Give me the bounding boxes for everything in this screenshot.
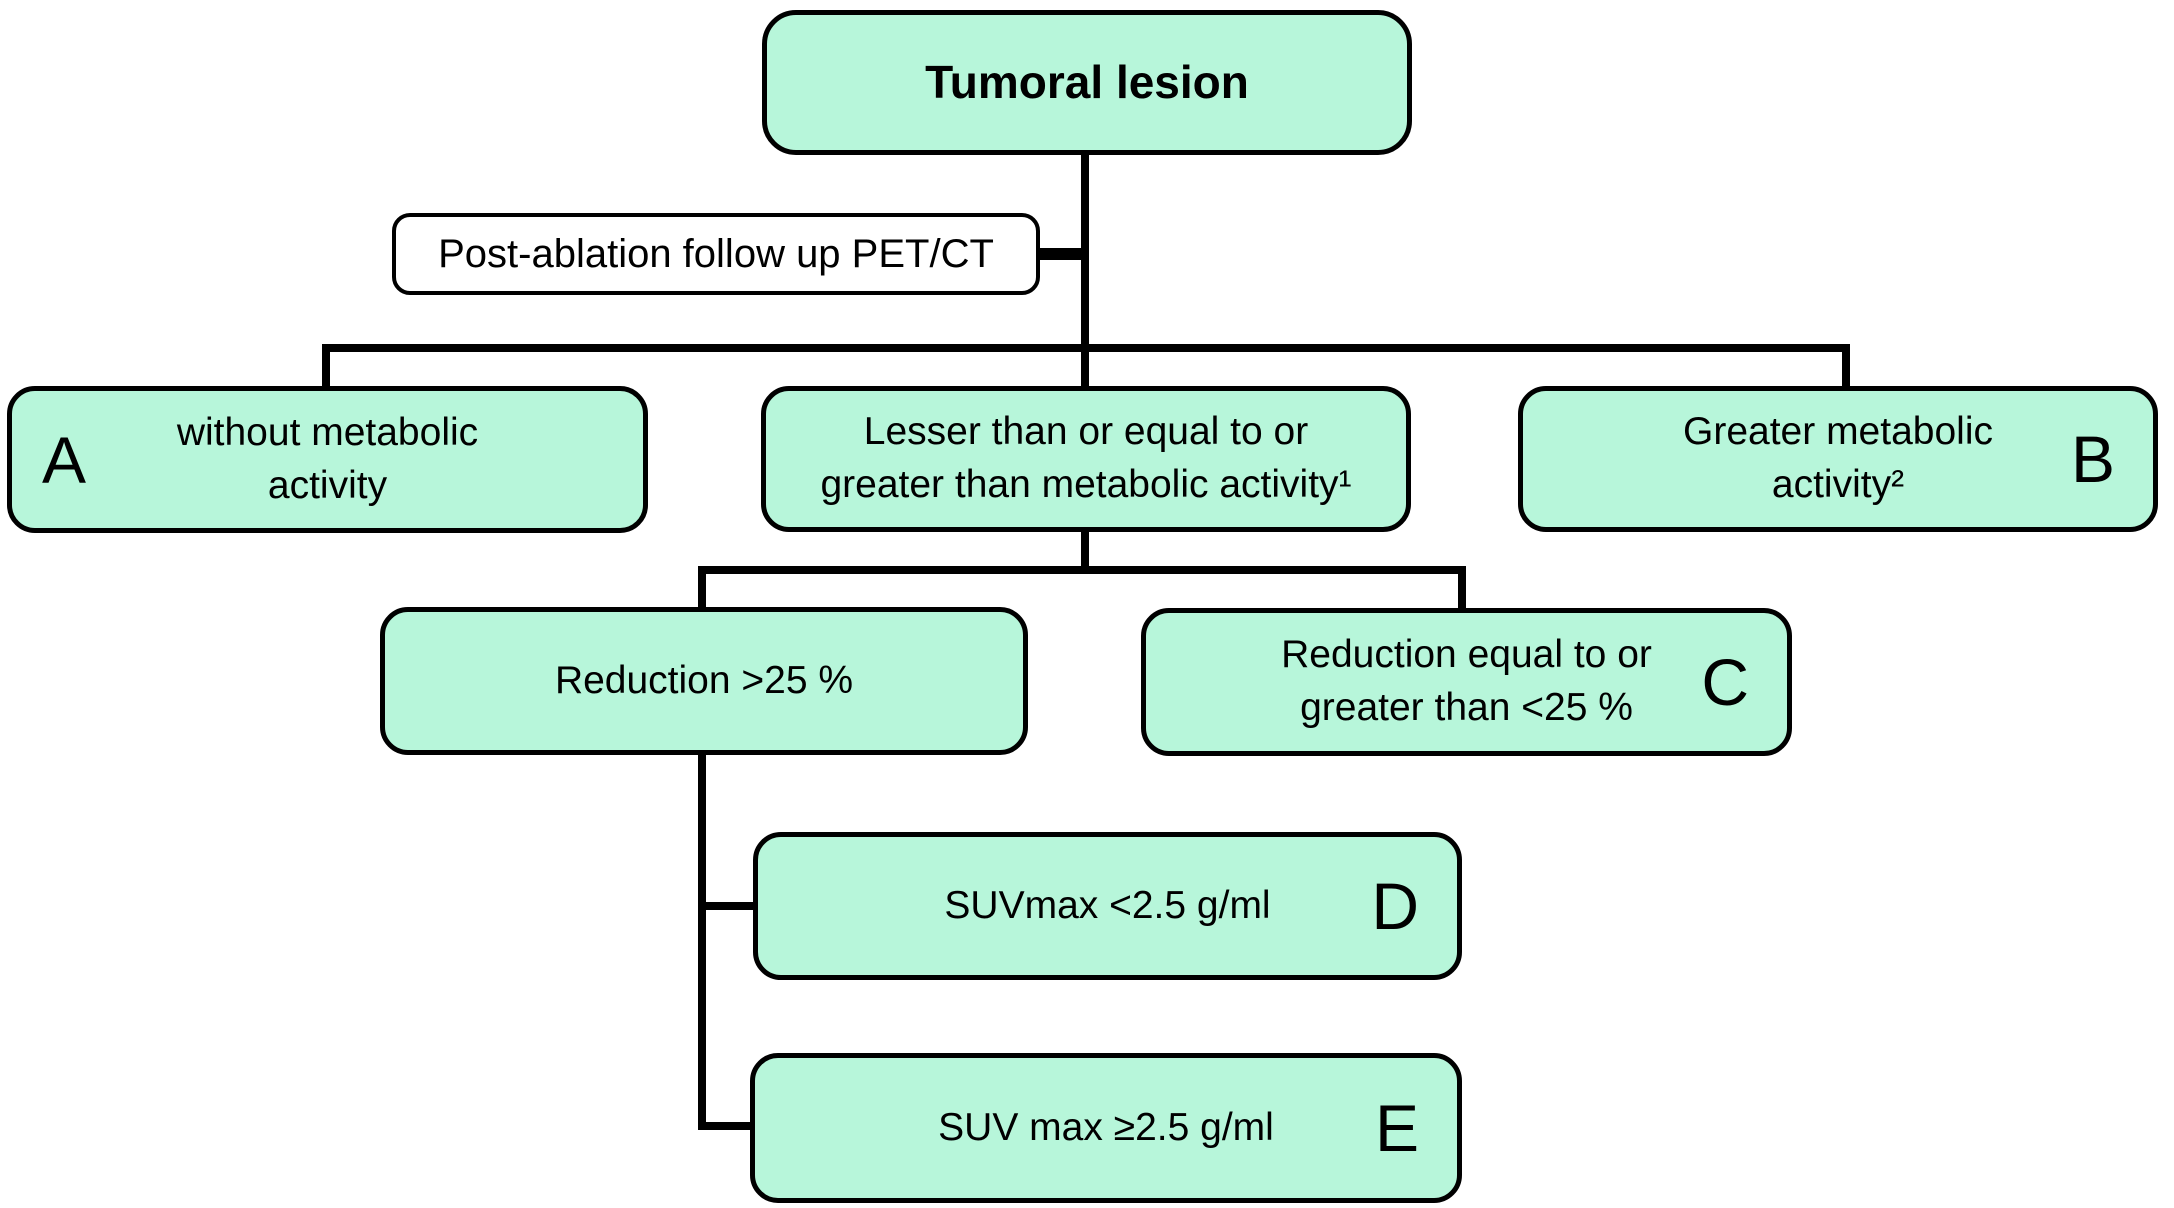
connector-drop-a <box>322 344 330 390</box>
connector-reduction-vertical <box>698 750 706 1130</box>
connector-branch-e <box>698 1122 756 1130</box>
connector-drop-b <box>1842 344 1850 390</box>
node-a-label: without metabolic activity <box>177 407 478 512</box>
node-tumoral-lesion-label: Tumoral lesion <box>925 56 1249 109</box>
node-b-greater-metabolic-activity: Greater metabolic activity² B <box>1518 386 2158 532</box>
node-e-suvmax-ge-2-5: SUV max ≥2.5 g/ml E <box>750 1053 1462 1203</box>
connector-drop-c <box>1458 566 1466 614</box>
node-post-ablation: Post-ablation follow up PET/CT <box>392 213 1040 295</box>
node-b-line2: activity² <box>1771 463 1905 506</box>
node-e-label: SUV max ≥2.5 g/ml <box>938 1105 1274 1149</box>
node-tumoral-lesion: Tumoral lesion <box>762 10 1412 155</box>
connector-branch-d <box>698 902 756 910</box>
connector-branch-horizontal <box>322 344 1850 352</box>
connector-side-nub <box>1034 248 1089 260</box>
node-a-line1: without metabolic <box>176 410 479 454</box>
node-post-ablation-label: Post-ablation follow up PET/CT <box>438 232 994 276</box>
node-mid-line1: Lesser than or equal to or <box>863 410 1309 454</box>
node-d-suvmax-lt-2-5: SUVmax <2.5 g/ml D <box>753 832 1462 980</box>
node-a-line2: activity <box>267 463 388 507</box>
node-a-letter: A <box>42 422 87 497</box>
node-d-label: SUVmax <2.5 g/ml <box>944 883 1271 927</box>
node-e-letter: E <box>1374 1091 1419 1165</box>
node-d-letter: D <box>1371 869 1419 943</box>
connector-drop-reduction <box>698 566 706 612</box>
node-c-label: Reduction equal to or greater than <25 % <box>1281 629 1652 734</box>
node-reduction-gt-25: Reduction >25 % <box>380 607 1028 755</box>
node-c-line1: Reduction equal to or <box>1281 633 1652 677</box>
node-a-without-metabolic-activity: A without metabolic activity <box>7 386 648 533</box>
node-c-line2: greater than <25 % <box>1300 686 1633 729</box>
node-b-line1: Greater metabolic <box>1683 410 1993 454</box>
node-lesser-equal-greater-activity: Lesser than or equal to or greater than … <box>761 386 1411 532</box>
node-mid-label: Lesser than or equal to or greater than … <box>820 406 1351 511</box>
connector-split-horizontal <box>698 566 1466 574</box>
node-c-letter: C <box>1701 645 1749 719</box>
node-c-reduction-lt-25: Reduction equal to or greater than <25 %… <box>1141 608 1792 756</box>
connector-root-vertical <box>1081 150 1089 386</box>
connector-mid-down <box>1081 528 1089 574</box>
node-b-letter: B <box>2070 422 2115 496</box>
node-reduction-label: Reduction >25 % <box>554 658 854 702</box>
node-b-label: Greater metabolic activity² <box>1683 406 1993 511</box>
node-mid-line2: greater than metabolic activity¹ <box>820 463 1352 506</box>
